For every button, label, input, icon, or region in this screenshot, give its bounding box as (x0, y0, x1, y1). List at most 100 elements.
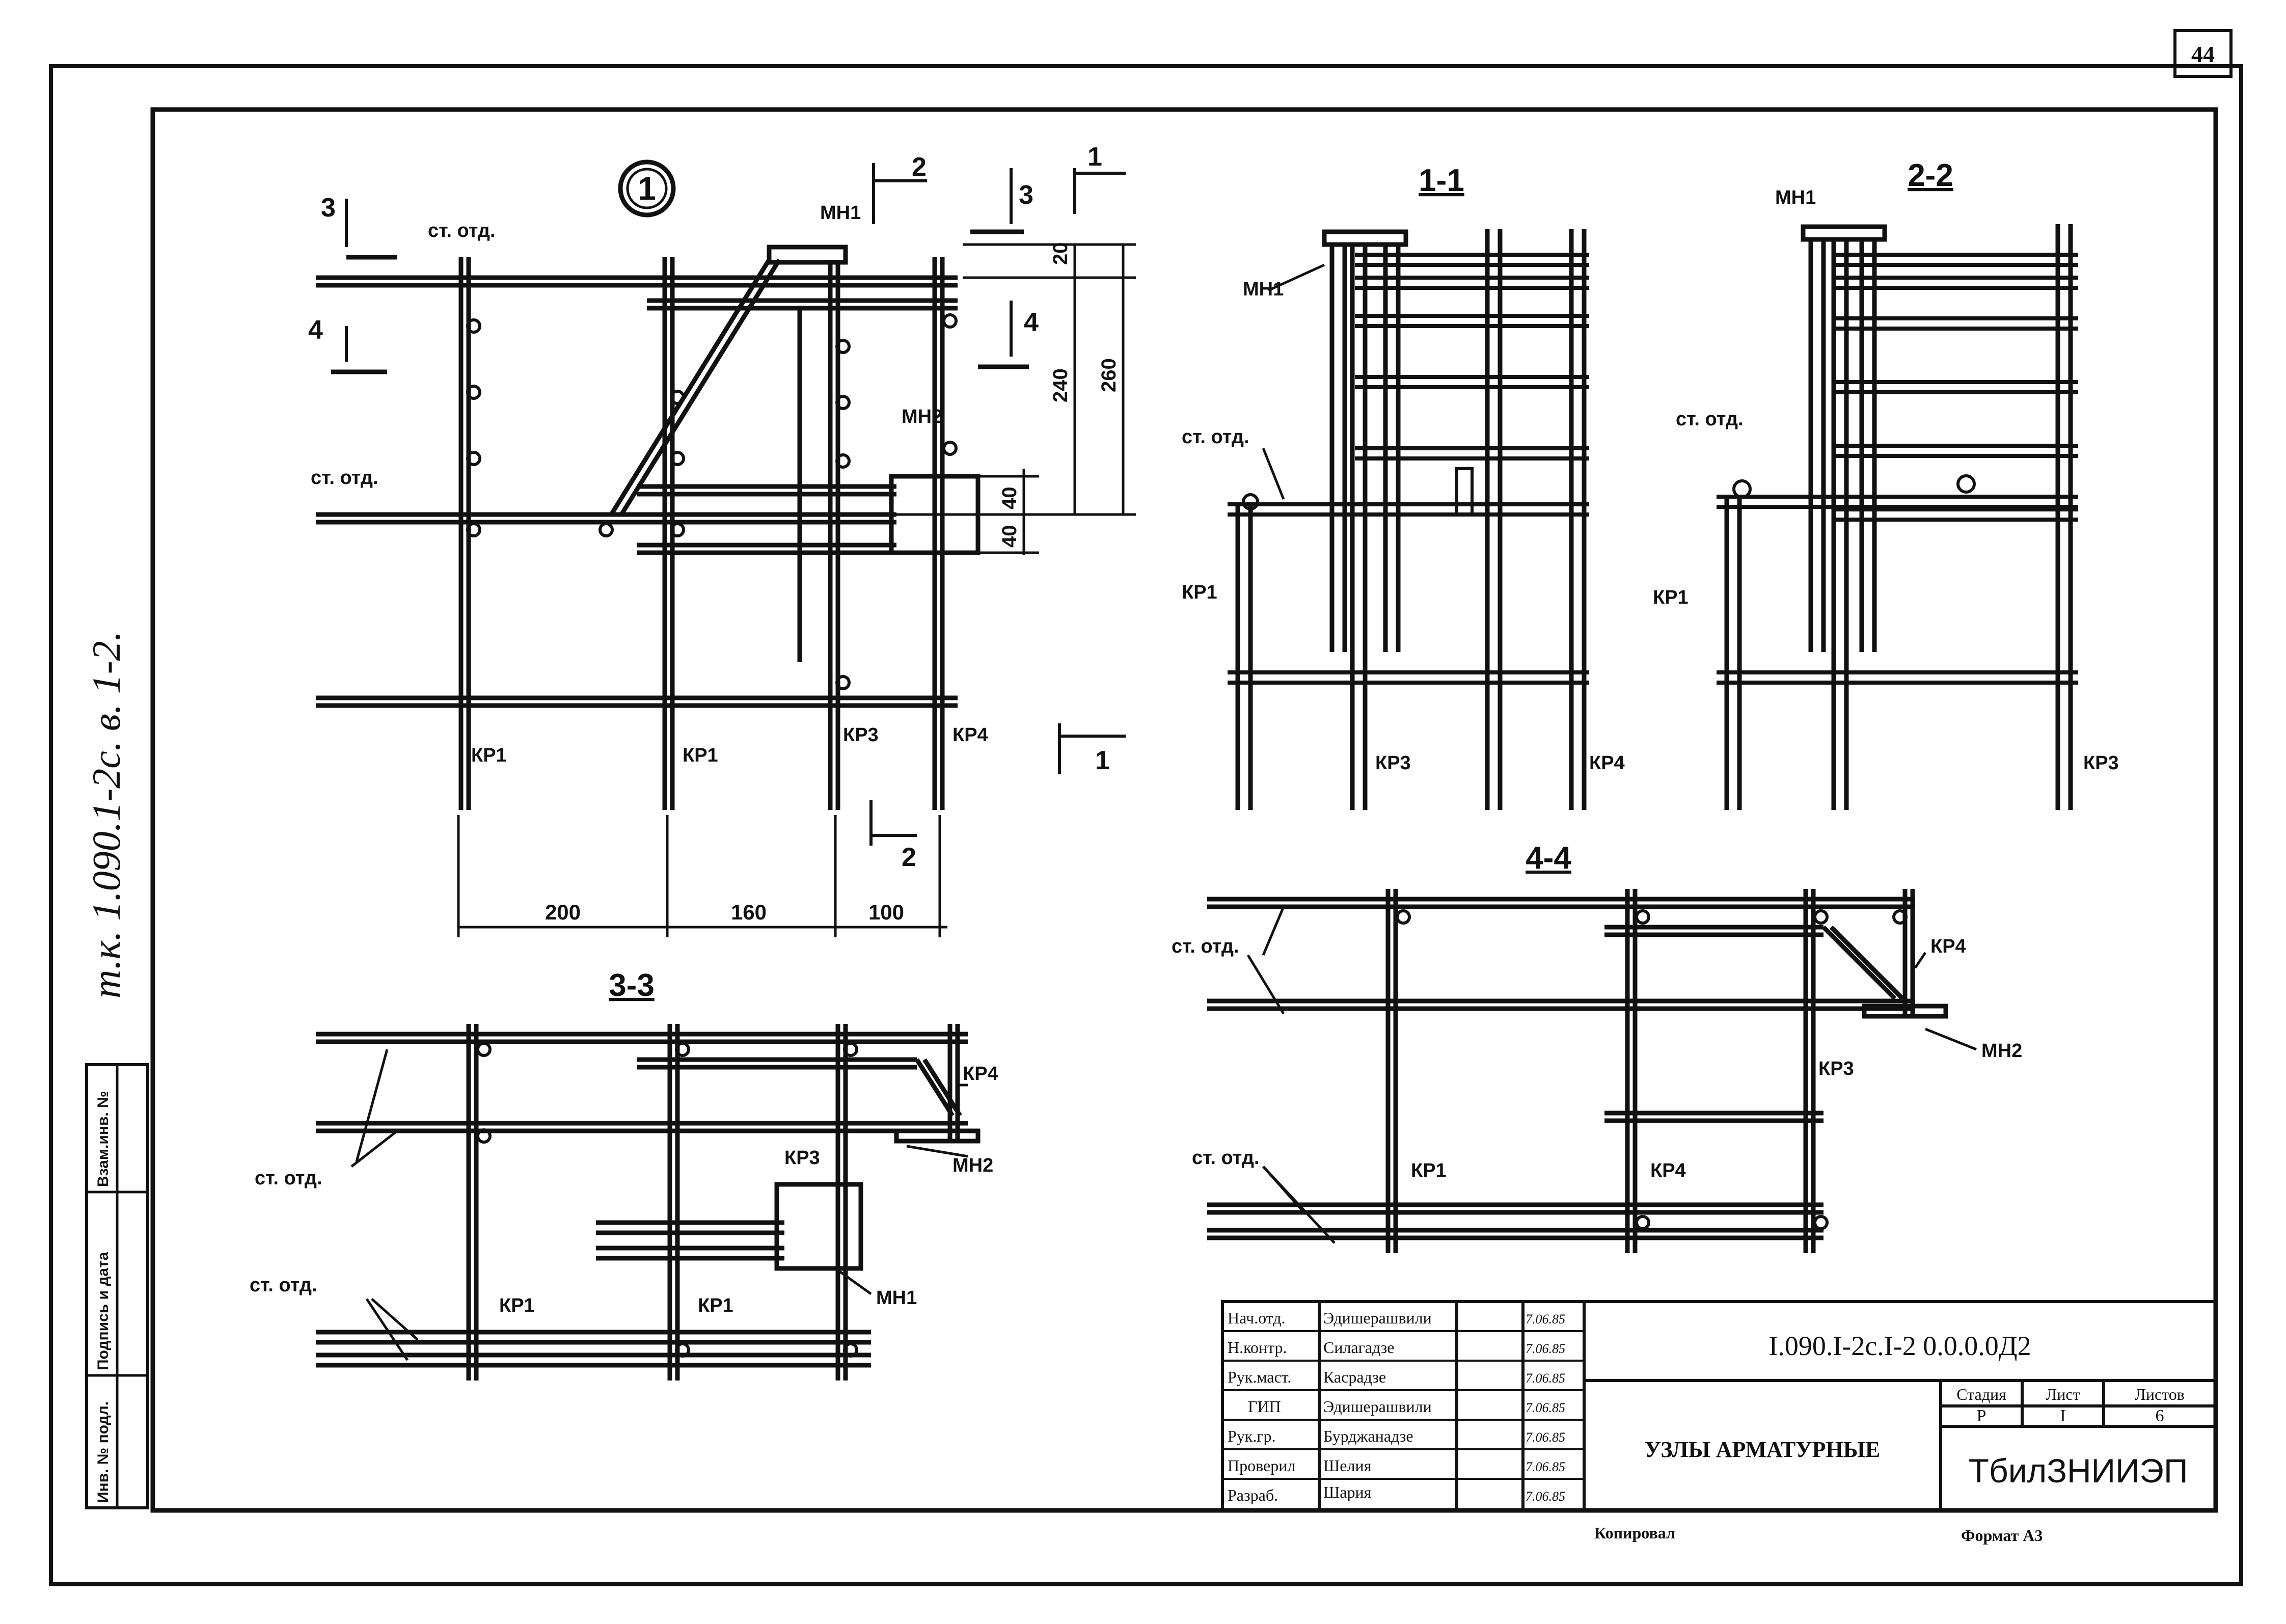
dim-40a: 40 (998, 487, 1021, 510)
label-mn2-s44: МН2 (1981, 1040, 2022, 1062)
label-kr3-s44: КР3 (1818, 1058, 1854, 1079)
label-st-otd-2: ст. отд. (311, 467, 378, 489)
row5-date: 7.06.85 (1526, 1459, 1565, 1474)
row6-name: Шария (1323, 1483, 1372, 1501)
cut-3-label: 3 (321, 193, 336, 223)
stamp-inv: Инв. № подл. (95, 1401, 112, 1503)
dim-240: 240 (1049, 368, 1072, 402)
cut-2-label-bottom: 2 (902, 843, 916, 872)
main-view-marker: 1 (638, 170, 656, 207)
format-label: Формат А3 (1961, 1526, 2043, 1545)
label-kr1-s33a: КР1 (499, 1295, 535, 1316)
row4-role: Рук.гр. (1228, 1427, 1275, 1445)
cut-4-label: 4 (308, 315, 323, 345)
label-st-otd-s11: ст. отд. (1182, 426, 1249, 448)
label-kr1-s11: КР1 (1182, 582, 1217, 603)
row0-date: 7.06.85 (1526, 1312, 1565, 1327)
section-1-1-labels: 1-1 МН1 ст. отд. КР1 КР3 КР4 (1182, 163, 1625, 774)
row6-role: Разраб. (1228, 1486, 1278, 1504)
label-st-otd-s44b: ст. отд. (1192, 1147, 1260, 1169)
label-mn1-main: МН1 (820, 202, 861, 224)
dim-260: 260 (1098, 358, 1120, 392)
cut-2-label-top: 2 (912, 152, 927, 182)
row0-role: Нач.отд. (1228, 1309, 1286, 1327)
label-st-otd-1: ст. отд. (428, 220, 496, 241)
label-mn2-s33: МН2 (953, 1155, 993, 1176)
label-st-otd-s44a: ст. отд. (1172, 936, 1239, 957)
row6-date: 7.06.85 (1526, 1489, 1565, 1504)
sheets-value: 6 (2156, 1406, 2164, 1425)
row2-role: Рук.маст. (1228, 1368, 1291, 1386)
drawing-title: УЗЛЫ АРМАТУРНЫЕ (1645, 1437, 1881, 1462)
label-kr4-main: КР4 (953, 724, 988, 746)
label-mn1-s22: МН1 (1775, 187, 1816, 208)
section-4-4-labels: 4-4 ст. отд. ст. отд. КР1 КР4 КР3 КР4 МН… (1172, 841, 2022, 1181)
title-block: Нач.отд. Эдишерашвили 7.06.85 Н.контр. С… (1221, 1300, 2217, 1512)
section-4-4 (1207, 889, 1977, 1253)
row4-date: 7.06.85 (1526, 1430, 1565, 1445)
drawing-code: I.090.I-2c.I-2 0.0.0.0Д2 (1768, 1331, 2031, 1361)
label-st-otd-s33a: ст. отд. (255, 1168, 322, 1189)
label-kr1-s33b: КР1 (698, 1295, 733, 1316)
dim-160: 160 (731, 900, 767, 924)
cut-1-label-bottom: 1 (1095, 746, 1110, 775)
dim-100: 100 (868, 900, 904, 924)
copied-by: Копировал (1594, 1524, 1675, 1542)
label-kr4-s44b: КР4 (1650, 1160, 1686, 1181)
sheet-value: I (2060, 1406, 2065, 1425)
section-3-3-title: 3-3 (609, 968, 655, 1003)
label-mn2-main: МН2 (902, 406, 942, 427)
sheet-header: Лист (2046, 1385, 2080, 1403)
margin-stamp: Инв. № подл. Подпись и дата Взам.инв. № (85, 1063, 149, 1509)
label-kr4-s33: КР4 (963, 1063, 998, 1085)
label-st-otd-s22: ст. отд. (1676, 409, 1744, 430)
stage-value: Р (1977, 1406, 1986, 1425)
inner-frame (150, 107, 2218, 1513)
stamp-vzam: Взам.инв. № (95, 1091, 112, 1187)
row2-date: 7.06.85 (1526, 1371, 1565, 1386)
dim-20: 20 (1049, 242, 1072, 265)
page-number-box (2173, 29, 2233, 78)
label-mn1-s11: МН1 (1243, 279, 1284, 300)
label-kr1-s44: КР1 (1411, 1160, 1447, 1181)
org-name: ТбилЗНИИЭП (1969, 1452, 2188, 1490)
label-kr3-s22: КР3 (2083, 752, 2119, 774)
section-3-3-labels: 3-3 ст. отд. ст. отд. КР1 КР1 КР3 КР4 МН… (250, 968, 998, 1316)
label-mn1-s33: МН1 (876, 1287, 917, 1309)
cut-3-label-right: 3 (1019, 180, 1033, 210)
sheets-header: Листов (2135, 1385, 2185, 1403)
label-kr4-s44a: КР4 (1930, 936, 1966, 957)
row2-name: Касрадзе (1323, 1368, 1386, 1386)
row4-name: Бурджанадзе (1323, 1427, 1413, 1445)
label-kr4-s11: КР4 (1589, 752, 1625, 774)
row3-date: 7.06.85 (1526, 1400, 1565, 1415)
row1-date: 7.06.85 (1526, 1341, 1565, 1356)
row3-name: Эдишерашвили (1323, 1397, 1432, 1416)
section-3-3 (316, 1024, 981, 1381)
label-kr3-s11: КР3 (1375, 752, 1411, 774)
section-4-4-title: 4-4 (1526, 841, 1571, 876)
stamp-sign: Подпись и дата (95, 1252, 112, 1370)
label-kr1-a: КР1 (471, 745, 507, 766)
cut-4-label-right: 4 (1024, 308, 1039, 337)
stage-header: Стадия (1956, 1385, 2006, 1403)
row3-role: ГИП (1248, 1397, 1281, 1416)
section-2-2 (1717, 224, 2078, 810)
view-1 (316, 159, 1136, 937)
label-kr1-s22: КР1 (1653, 587, 1689, 608)
row1-name: Силагадзе (1323, 1338, 1394, 1357)
page-number: 44 (2191, 41, 2215, 67)
side-note: т.к. 1.090.1-2с. в. 1-2. (84, 631, 128, 998)
section-1-1-title: 1-1 (1419, 163, 1464, 198)
cut-1-label-top: 1 (1087, 142, 1102, 172)
row5-role: Проверил (1228, 1456, 1295, 1475)
row1-role: Н.контр. (1228, 1338, 1287, 1357)
label-st-otd-s33b: ст. отд. (250, 1275, 317, 1296)
label-kr3-main: КР3 (843, 724, 879, 746)
row0-name: Эдишерашвили (1323, 1309, 1432, 1327)
row5-name: Шелия (1323, 1456, 1372, 1475)
section-2-2-title: 2-2 (1908, 158, 1953, 193)
dim-40b: 40 (998, 525, 1021, 548)
section-1-1 (1228, 229, 1589, 810)
